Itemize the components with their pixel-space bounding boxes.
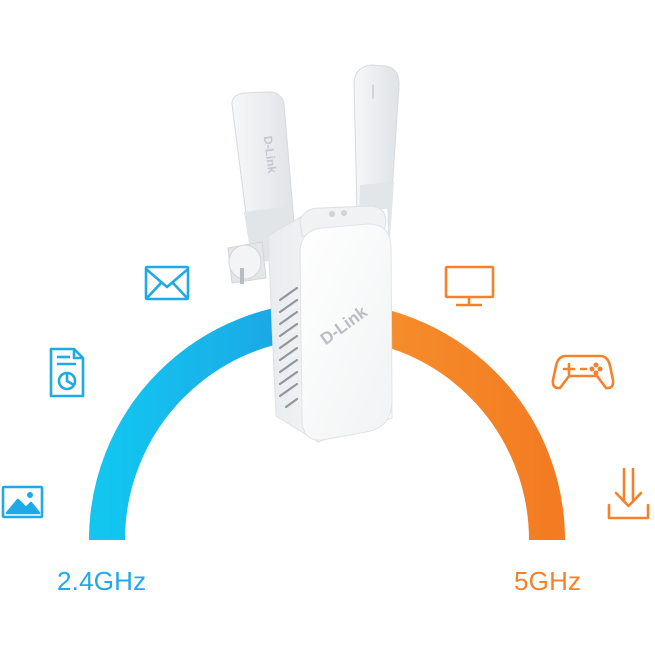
image-icon — [1, 485, 44, 519]
band-label-5ghz: 5GHz — [514, 566, 582, 596]
mail-icon — [144, 265, 190, 301]
antenna-brand-text: D-Link — [261, 135, 279, 174]
power-plug — [227, 241, 267, 284]
range-extender: D-Link D-Link — [227, 64, 400, 443]
monitor-icon — [444, 265, 495, 307]
side-vents — [278, 286, 299, 409]
gamepad-icon — [551, 354, 615, 390]
document-pie-chart-icon — [49, 347, 85, 398]
band-label-2-4ghz: 2.4GHz — [57, 566, 147, 596]
download-icon — [607, 467, 650, 520]
